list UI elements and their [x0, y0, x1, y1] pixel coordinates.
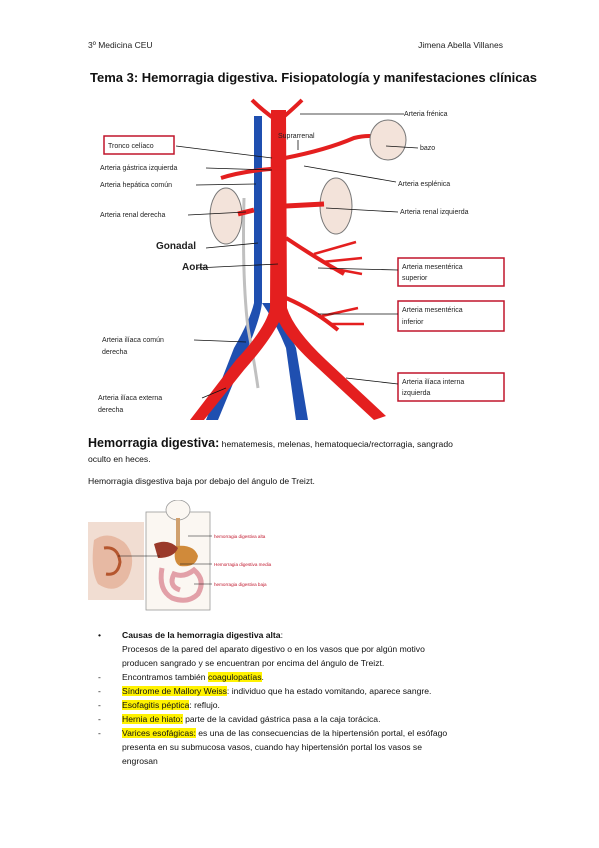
- item3-highlight: Esofagitis péptica: [122, 700, 190, 710]
- dash-marker: -: [98, 728, 101, 738]
- header-left: 3º Medicina CEU: [88, 40, 153, 50]
- label-iliaca-ext-1: Arteria ilíaca externa: [98, 395, 162, 402]
- section-desc-2: oculto en heces.: [88, 454, 151, 464]
- label-alta: hemorragia digestiva alta: [214, 534, 266, 539]
- label-iliaca-comun-2: derecha: [102, 349, 127, 356]
- causes-line-1: Procesos de la pared del aparato digesti…: [122, 644, 425, 654]
- list-item-causes: • Causas de la hemorragia digestiva alta…: [88, 628, 518, 670]
- dash-marker: -: [98, 686, 101, 696]
- label-mes-inf-1: Arteria mesentérica: [402, 307, 463, 314]
- label-suprarrenal: Suprarrenal: [278, 133, 315, 140]
- causes-colon: :: [280, 630, 283, 640]
- item5-highlight: Varices esofágicas:: [122, 728, 196, 738]
- label-gonadal: Gonadal: [156, 241, 196, 252]
- header-right: Jimena Abella Villanes: [418, 40, 503, 50]
- section-heading: Hemorragia digestiva:: [88, 436, 220, 450]
- item1-post: .: [261, 672, 264, 682]
- label-mes-sup-1: Arteria mesentérica: [402, 264, 463, 271]
- label-bazo: bazo: [420, 145, 435, 152]
- label-frenica: Arteria frénica: [404, 111, 448, 118]
- label-renal-der: Arteria renal derecha: [100, 212, 165, 219]
- label-baja: hemorragia digestiva baja: [214, 582, 267, 587]
- label-iliaca-int-1: Arteria ilíaca interna: [402, 379, 464, 386]
- label-iliaca-ext-2: derecha: [98, 407, 123, 414]
- label-aorta: Aorta: [182, 262, 209, 273]
- item4-post: parte de la cavidad gástrica pasa a la c…: [182, 714, 381, 724]
- section-intro: Hemorragia digestiva: hematemesis, melen…: [88, 436, 518, 467]
- dash-marker: -: [98, 714, 101, 724]
- label-iliaca-comun-1: Arteria ilíaca común: [102, 337, 164, 344]
- label-hepatica: Arteria hepática común: [100, 182, 172, 189]
- digestive-tract-diagram: hemorragia digestiva alta Hemorragia dig…: [88, 500, 288, 612]
- item5-post: es una de las consecuencias de la hipert…: [195, 728, 448, 738]
- causes-line-2: producen sangrado y se encuentran por en…: [122, 658, 385, 668]
- label-renal-izq: Arteria renal izquierda: [400, 209, 469, 216]
- causes-list: • Causas de la hemorragia digestiva alta…: [88, 628, 518, 768]
- list-item-mallory-weiss: - Síndrome de Mallory Weiss: individuo q…: [88, 684, 518, 698]
- aorta-diagram: Arteria frénica Suprarrenal Tronco celía…: [86, 98, 516, 420]
- item4-highlight: Hernia de hiato:: [122, 714, 183, 724]
- label-gastrica: Arteria gástrica izquierda: [100, 165, 178, 172]
- label-tronco: Tronco celíaco: [108, 143, 154, 150]
- item3-post: : reflujo.: [189, 700, 220, 710]
- list-item-coagulopatias: - Encontramos también coagulopatías.: [88, 670, 518, 684]
- label-esplenica: Arteria esplénica: [398, 181, 450, 188]
- section-desc-1: hematemesis, melenas, hematoquecia/recto…: [219, 439, 453, 449]
- list-item-hernia: - Hernia de hiato: parte de la cavidad g…: [88, 712, 518, 726]
- label-media: Hemorragia digestiva media: [214, 562, 272, 567]
- bullet-marker: •: [98, 630, 102, 640]
- label-mes-sup-2: superior: [402, 275, 428, 282]
- item1-pre: Encontramos también: [122, 672, 208, 682]
- causes-title: Causas de la hemorragia digestiva alta: [122, 630, 281, 640]
- list-item-esofagitis: - Esofagitis péptica: reflujo.: [88, 698, 518, 712]
- item5-line-3: engrosan: [122, 756, 158, 766]
- item2-highlight: Síndrome de Mallory Weiss: [122, 686, 227, 696]
- item2-post: : individuo que ha estado vomitando, apa…: [226, 686, 432, 696]
- dash-marker: -: [98, 700, 101, 710]
- item5-line-2: presenta en su submucosa vasos, cuando h…: [122, 742, 423, 752]
- dash-marker: -: [98, 672, 101, 682]
- page-title: Tema 3: Hemorragia digestiva. Fisiopatol…: [90, 70, 537, 85]
- list-item-varices: - Varices esofágicas: es una de las cons…: [88, 726, 518, 768]
- label-mes-inf-2: inferior: [402, 319, 424, 326]
- label-iliaca-int-2: izquierda: [402, 390, 431, 397]
- section-paragraph: Hemorragia disgestiva baja por debajo de…: [88, 476, 315, 486]
- item1-highlight: coagulopatías: [207, 672, 262, 682]
